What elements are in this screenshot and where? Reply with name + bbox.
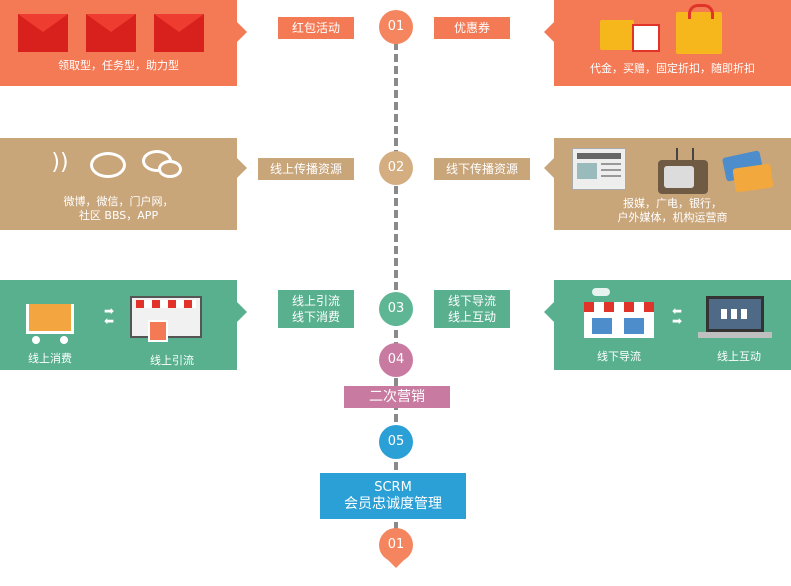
scrm-title: SCRM — [374, 480, 412, 495]
storefront-icon — [584, 302, 654, 338]
timeline-dashed-line — [394, 30, 398, 542]
scrm-subtitle: 会员忠诚度管理 — [344, 496, 442, 512]
pointer-arrow — [237, 22, 247, 42]
online-resources-caption: 社区 BBS，APP — [78, 209, 159, 222]
wechat-icon — [158, 160, 182, 178]
step-badge-02: 02 — [379, 151, 413, 185]
tag-line: 线上引流 — [291, 294, 340, 308]
shopping-bag-icon — [676, 12, 722, 54]
television-icon — [658, 160, 708, 194]
arrow-right-icon: ➡⬅ — [104, 304, 115, 328]
cart-wheel-icon — [60, 336, 68, 344]
coupon-caption: 代金，买赠，固定折扣，随即折扣 — [590, 62, 755, 75]
cart-wheel-icon — [32, 336, 40, 344]
step-badge-05: 05 — [379, 425, 413, 459]
tag-coupon: 优惠券 — [434, 17, 510, 39]
pointer-arrow — [544, 302, 554, 322]
scrm-box: SCRM 会员忠诚度管理 — [320, 473, 466, 519]
step-badge-03: 03 — [379, 292, 413, 326]
bank-card-icon — [732, 163, 774, 193]
weibo-icon — [90, 152, 126, 178]
pointer-arrow — [544, 22, 554, 42]
shopping-bag-icon — [600, 20, 634, 50]
offline-resources-caption: 报媒，广电，银行， — [623, 197, 722, 210]
label-online-consumption: 线上消费 — [28, 352, 72, 365]
pointer-arrow — [237, 302, 247, 322]
label-online-interaction: 线上互动 — [717, 350, 761, 363]
offline-resources-caption: 户外媒体，机构运营商 — [617, 211, 728, 224]
laptop-icon — [706, 296, 764, 332]
online-resources-panel: )) 微博，微信，门户网， 社区 BBS，APP — [0, 138, 237, 230]
red-envelope-icon — [18, 14, 68, 52]
online-offline-panel: ➡⬅ 线上消费 线上引流 — [0, 280, 237, 370]
step-badge-loop-01: 01 — [379, 528, 413, 562]
cloud-icon — [592, 288, 610, 296]
offline-resources-panel: 报媒，广电，银行， 户外媒体，机构运营商 — [554, 138, 791, 230]
newspaper-icon — [572, 148, 626, 190]
tag-line: 线下导流 — [447, 294, 496, 308]
red-envelope-icon — [154, 14, 204, 52]
laptop-base-icon — [698, 332, 772, 338]
shopping-cart-icon — [26, 304, 74, 334]
tag-red-packet-activity: 红包活动 — [278, 17, 354, 39]
tag-online-resources: 线上传播资源 — [258, 158, 354, 180]
offline-online-panel: ⬅➡ 线下导流 线上互动 — [554, 280, 791, 370]
red-packet-caption: 领取型，任务型，助力型 — [58, 59, 179, 72]
shopping-bag-icon — [632, 24, 660, 52]
label-offline-traffic: 线下导流 — [597, 350, 641, 363]
gift-bag-icon — [148, 320, 168, 342]
tag-line: 线上互动 — [447, 310, 496, 324]
loop-pointer-arrow — [388, 560, 404, 568]
arrow-right-icon: ⬅➡ — [672, 304, 683, 328]
bag-handle-icon — [688, 4, 714, 19]
step-badge-04: 04 — [379, 343, 413, 377]
tag-offline-to-online: 线下导流 线上互动 — [434, 290, 510, 328]
online-resources-caption: 微博，微信，门户网， — [63, 195, 174, 208]
pointer-arrow — [237, 158, 247, 178]
red-packet-panel: 领取型，任务型，助力型 — [0, 0, 237, 86]
red-envelope-icon — [86, 14, 136, 52]
tv-antenna-icon — [676, 148, 694, 160]
label-online-traffic: 线上引流 — [150, 354, 194, 367]
step-badge-01: 01 — [379, 10, 413, 44]
wifi-icon: )) — [51, 150, 69, 175]
tag-offline-resources: 线下传播资源 — [434, 158, 530, 180]
secondary-marketing-box: 二次营销 — [344, 386, 450, 408]
pointer-arrow — [544, 158, 554, 178]
coupon-panel: 代金，买赠，固定折扣，随即折扣 — [554, 0, 791, 86]
tag-online-to-offline: 线上引流 线下消费 — [278, 290, 354, 328]
tag-line: 线下消费 — [291, 310, 340, 324]
